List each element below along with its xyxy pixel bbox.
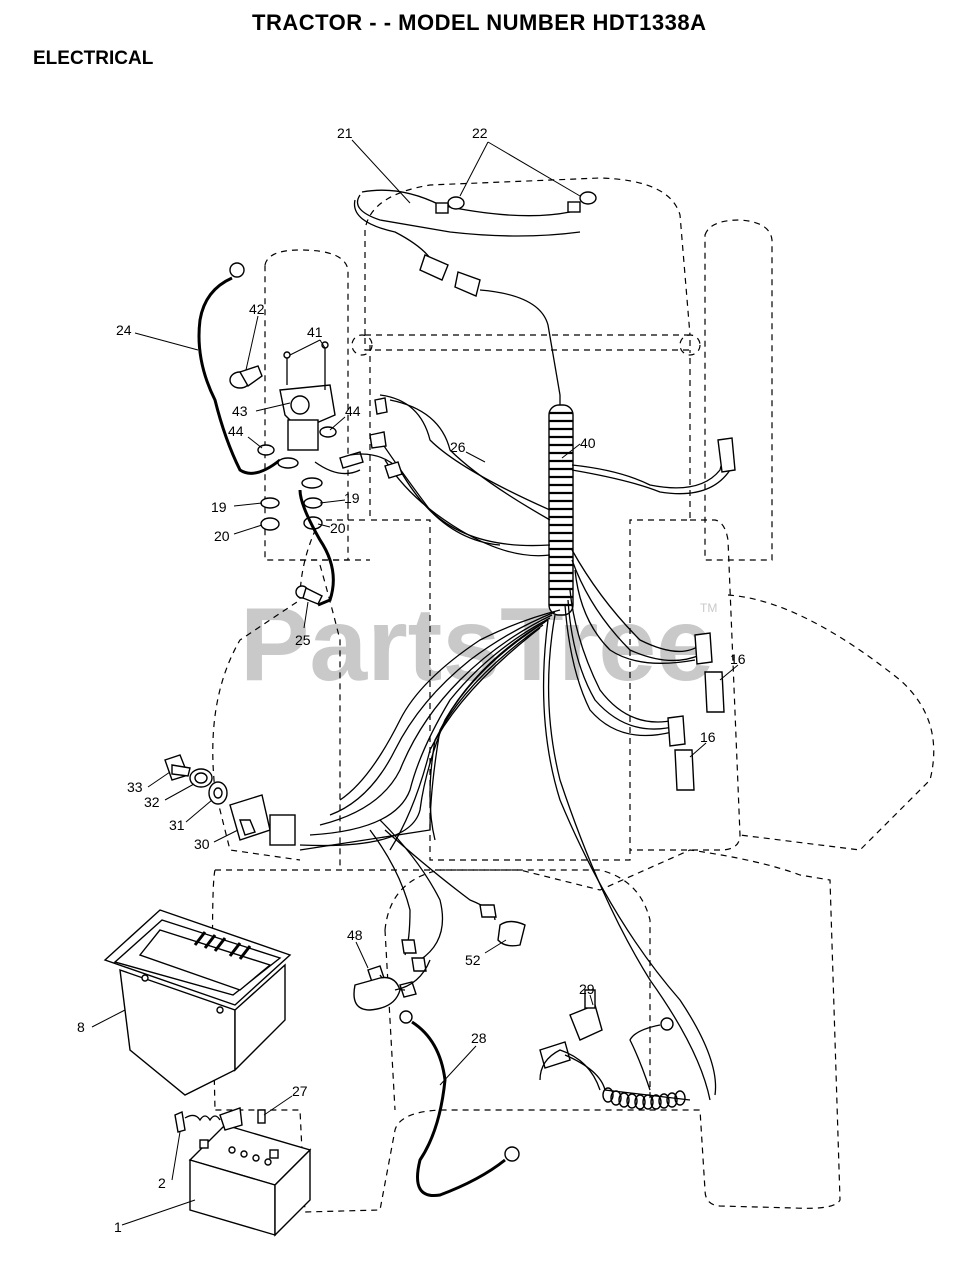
callout-29: 29 (579, 981, 595, 997)
callout-41: 41 (307, 324, 323, 340)
callout-1: 1 (114, 1219, 122, 1235)
headlight-bulb-right (567, 191, 597, 213)
watermark-tm: TM (700, 601, 717, 615)
callout-33: 33 (127, 779, 143, 795)
battery-1 (174, 1107, 312, 1237)
callout-44-right: 44 (345, 403, 361, 419)
section-heading: ELECTRICAL (33, 48, 154, 69)
battery-box-8 (103, 909, 292, 1096)
callout-20-left: 20 (214, 528, 230, 544)
watermark-text: PartsTree (240, 587, 714, 703)
callout-27: 27 (292, 1083, 308, 1099)
callout-31: 31 (169, 817, 185, 833)
callout-20-right: 20 (330, 520, 346, 536)
page-title: TRACTOR - - MODEL NUMBER HDT1338A (252, 10, 707, 35)
tractor-outline (211, 177, 935, 1213)
callout-28: 28 (471, 1030, 487, 1046)
callout-labels: 21 22 24 42 41 43 44 44 19 19 20 20 25 2… (77, 125, 746, 1235)
solenoid-assembly (229, 341, 364, 531)
socket-48 (353, 959, 431, 1011)
callout-21: 21 (337, 125, 353, 141)
callout-48: 48 (347, 927, 363, 943)
callout-25: 25 (295, 632, 311, 648)
ignition-switch-assembly (164, 754, 296, 846)
callout-22: 22 (472, 125, 488, 141)
callout-30: 30 (194, 836, 210, 852)
callout-43: 43 (232, 403, 248, 419)
callout-44-left: 44 (228, 423, 244, 439)
callout-26: 26 (450, 439, 466, 455)
ground-cable-25 (295, 489, 335, 607)
callout-24: 24 (116, 322, 132, 338)
callout-19-left: 19 (211, 499, 227, 515)
callout-42: 42 (249, 301, 265, 317)
callout-32: 32 (144, 794, 160, 810)
battery-cable-28 (399, 1010, 520, 1198)
callout-8: 8 (77, 1019, 85, 1035)
callout-2: 2 (158, 1175, 166, 1191)
leader-lines (91, 139, 739, 1226)
callout-16-lower: 16 (700, 729, 716, 745)
callout-40: 40 (580, 435, 596, 451)
main-harness-40 (299, 394, 736, 1101)
switch-29 (539, 989, 691, 1110)
callout-19-right: 19 (344, 490, 360, 506)
callout-16-upper: 16 (730, 651, 746, 667)
headlight-harness (353, 189, 581, 396)
callout-52: 52 (465, 952, 481, 968)
battery-cable-24 (197, 262, 281, 475)
headlight-bulb-left (435, 196, 465, 214)
